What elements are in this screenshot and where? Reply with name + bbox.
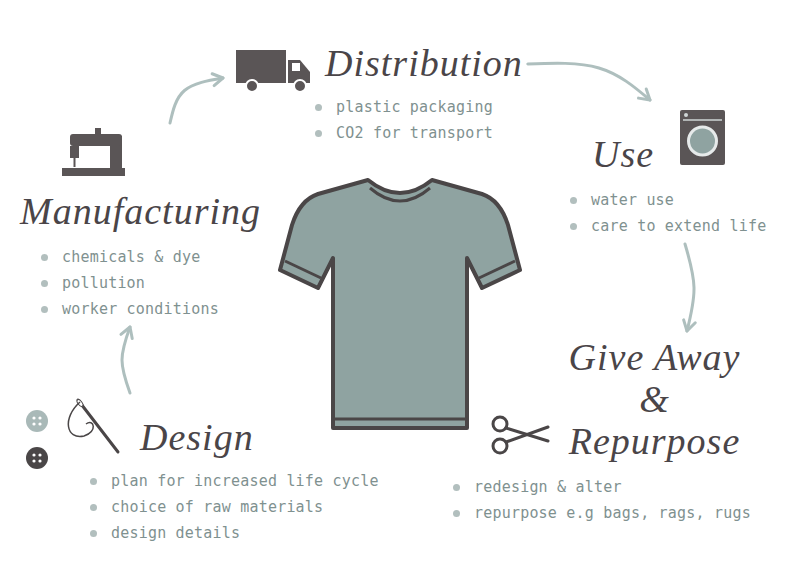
tshirt-sleeve-hem: [479, 261, 515, 278]
tshirt-sleeve-hem: [285, 261, 321, 278]
tshirt-body: [280, 180, 520, 428]
button-hole: [32, 459, 35, 462]
stage-bullet: pollution: [40, 270, 261, 296]
stage-bullet: repurpose e.g bags, rags, rugs: [452, 500, 752, 526]
machine-knob: [684, 113, 688, 117]
button-hole: [32, 416, 35, 419]
stage-bullet: design details: [89, 520, 379, 546]
tshirt-bottom-hem: [333, 418, 467, 421]
truck-window: [292, 63, 300, 71]
stage-heading: Use: [592, 133, 766, 175]
washing-machine-icon: [680, 110, 725, 165]
stage-bullet: CO2 for transport: [314, 120, 523, 146]
lifecycle-stage: Design plan for increased life cyclechoic…: [88, 398, 379, 546]
stage-bullet: water use: [569, 187, 766, 213]
stage-bullet: chemicals & dye: [40, 244, 261, 270]
stage-bullet: plan for increased life cycle: [89, 468, 379, 494]
machine-body: [680, 110, 725, 165]
button: [26, 410, 48, 432]
scissors-blade: [506, 427, 548, 442]
flow-arrow: [170, 78, 223, 123]
thread: [68, 402, 93, 436]
machine-spool: [95, 128, 101, 134]
tshirt-collar: [370, 188, 430, 201]
stage-bullet: care to extend life: [569, 213, 766, 239]
button-hole: [38, 459, 41, 462]
scissors-icon: [493, 417, 548, 453]
machine-arm: [70, 134, 122, 146]
sewing-machine-icon: [62, 128, 125, 176]
stage-heading: Manufacturing: [20, 190, 261, 232]
stage-bullet: worker conditions: [40, 296, 261, 322]
tshirt-illustration: [280, 180, 520, 428]
machine-base: [62, 168, 125, 176]
lifecycle-stage: Give Away & Repurpose redesign & alterrep…: [452, 336, 752, 526]
lifecycle-stage: Distribution plastic packagingCO2 for tra…: [228, 42, 523, 146]
button: [26, 447, 48, 469]
stage-heading: Give Away & Repurpose: [557, 336, 752, 462]
stage-heading: Design: [140, 416, 379, 458]
scissors-blade: [506, 428, 548, 441]
needle: [78, 400, 118, 452]
truck-wheel: [294, 80, 306, 92]
button-hole: [38, 422, 41, 425]
truck-wheel: [246, 80, 258, 92]
flow-arrow: [528, 63, 650, 100]
button-hole: [38, 453, 41, 456]
machine-head: [70, 146, 79, 158]
button-hole: [32, 422, 35, 425]
stage-bullet: redesign & alter: [452, 474, 752, 500]
machine-panel-line: [683, 119, 722, 121]
stage-bullet: plastic packaging: [314, 94, 523, 120]
button-hole: [32, 453, 35, 456]
stage-heading: Distribution: [325, 42, 523, 84]
flow-arrow: [122, 327, 130, 393]
button-hole: [38, 416, 41, 419]
truck-icon: [236, 50, 310, 92]
button-icons: [26, 410, 48, 469]
machine-door: [689, 127, 717, 155]
flow-arrow: [685, 244, 694, 331]
needle-thread-icon: [68, 399, 118, 452]
machine-needle: [74, 158, 76, 167]
stage-bullet: choice of raw materials: [89, 494, 379, 520]
truck-box: [236, 50, 286, 83]
lifecycle-stage: Use water usecare to extend life: [565, 105, 766, 239]
lifecycle-stage: Manufacturing chemicals & dyepollutionwor…: [20, 128, 261, 322]
